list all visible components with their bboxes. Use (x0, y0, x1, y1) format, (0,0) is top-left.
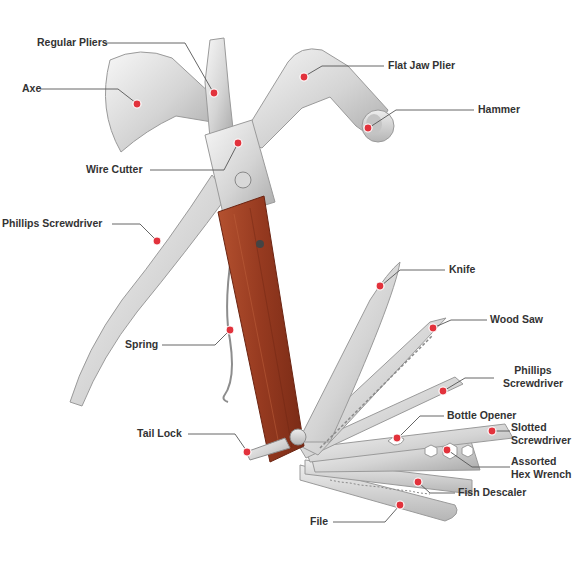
hex-hole (425, 445, 437, 457)
leader-line (112, 224, 156, 240)
leader-line (40, 89, 136, 103)
pivot-bolt (235, 172, 251, 188)
plier-arm (70, 175, 228, 406)
part-label: Phillips Screwdriver (497, 364, 569, 390)
wood-handle (218, 196, 304, 462)
part-label: Knife (449, 263, 475, 276)
callout-dot (364, 124, 372, 132)
part-label: Fish Descaler (458, 486, 526, 499)
callout-dot (429, 324, 437, 332)
part-label: File (310, 515, 328, 528)
leader-line (162, 331, 229, 345)
callout-dot (300, 73, 308, 81)
part-label: Flat Jaw Plier (388, 59, 455, 72)
leader-line (449, 451, 510, 467)
callout-dot (376, 282, 384, 290)
leader-line (445, 378, 494, 390)
part-label: Wire Cutter (86, 163, 143, 176)
leader-line (104, 43, 213, 92)
callout-dot (243, 448, 251, 456)
leader-line (399, 416, 444, 437)
leader-line (333, 506, 399, 522)
part-label: Assorted Hex Wrench (511, 455, 575, 481)
callout-dot (133, 100, 141, 108)
part-label: Regular Pliers (37, 36, 108, 49)
leader-line (305, 66, 384, 76)
handle-screw (256, 240, 264, 248)
hex-hole (462, 445, 473, 457)
saw-teeth (320, 336, 432, 448)
part-label: Wood Saw (490, 313, 543, 326)
plier-jaw (205, 38, 234, 138)
callout-dot (234, 139, 242, 147)
callout-dot (226, 326, 234, 334)
callout-dot (439, 387, 447, 395)
part-label: Spring (125, 338, 158, 351)
leader-line (370, 110, 474, 127)
callout-dot (396, 501, 404, 509)
callout-dot (414, 478, 422, 486)
leader-line (419, 483, 455, 493)
callout-dot (488, 427, 496, 435)
leader-line (435, 320, 487, 327)
part-label: Tail Lock (137, 427, 182, 440)
knife-blade (298, 262, 400, 442)
callout-dot (443, 446, 451, 454)
part-label: Slotted Screwdriver (511, 421, 575, 447)
part-label: Phillips Screwdriver (2, 217, 102, 230)
tail-lock-knob (290, 429, 306, 445)
callout-dot (210, 89, 218, 97)
leader-line (382, 270, 445, 285)
tail-lock-lever (246, 438, 290, 460)
leader-line (188, 434, 246, 450)
part-label: Hammer (478, 103, 520, 116)
part-label: Bottle Opener (447, 409, 516, 422)
part-label: Axe (22, 82, 41, 95)
hex-hole (443, 443, 457, 459)
leader-line (150, 145, 237, 170)
callout-dot (393, 434, 401, 442)
wood-grain (250, 208, 292, 448)
callout-dot (153, 237, 161, 245)
axe-head (105, 52, 212, 152)
